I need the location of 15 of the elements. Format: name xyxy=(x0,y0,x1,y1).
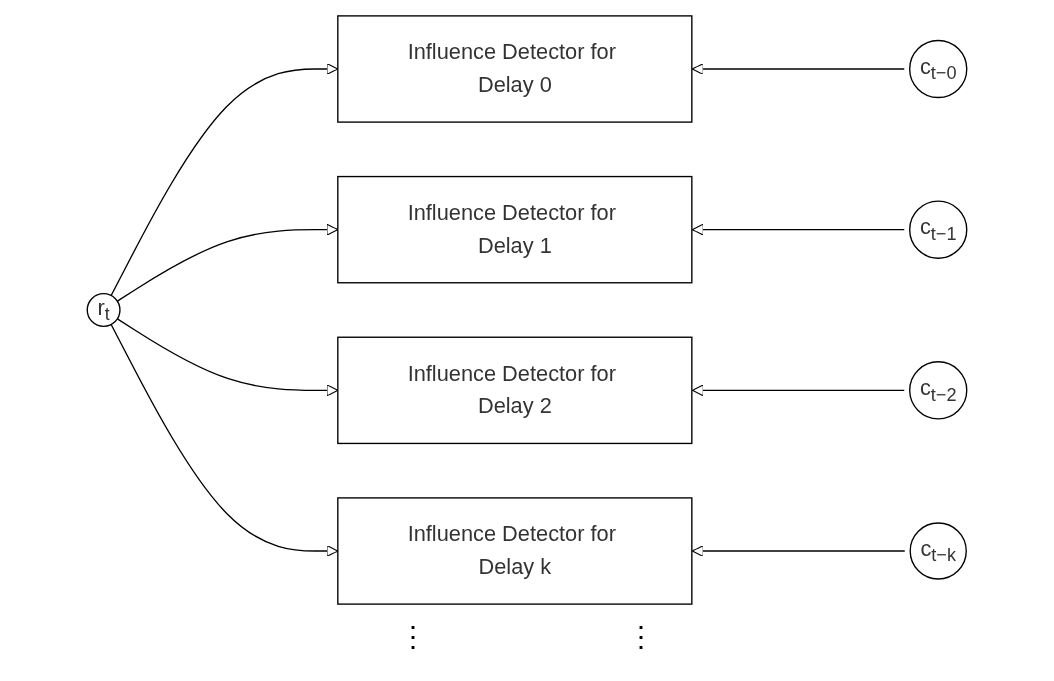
node-circle: c$_{t−k}$ xyxy=(909,522,967,580)
node-box: Influence Detector for Delay k xyxy=(337,497,693,605)
arrow xyxy=(691,63,905,75)
node-box: Influence Detector for Delay 0 xyxy=(337,15,693,123)
node-box: Influence Detector for Delay 1 xyxy=(337,175,693,284)
node-circle: r$_{t}$ xyxy=(86,292,121,328)
node-circle: c$_{t−2}$ xyxy=(909,361,968,420)
node-box: Influence Detector for Delay 2 xyxy=(337,336,693,445)
node-circle: c$_{t−0}$ xyxy=(909,39,968,99)
arrow xyxy=(691,384,905,397)
node-circle: c$_{t−1}$ xyxy=(909,200,968,259)
ellipsis-text: ⋮ xyxy=(627,620,655,654)
ellipsis-text: ⋮ xyxy=(399,620,427,654)
arrow xyxy=(691,223,905,236)
arrow xyxy=(691,545,906,557)
